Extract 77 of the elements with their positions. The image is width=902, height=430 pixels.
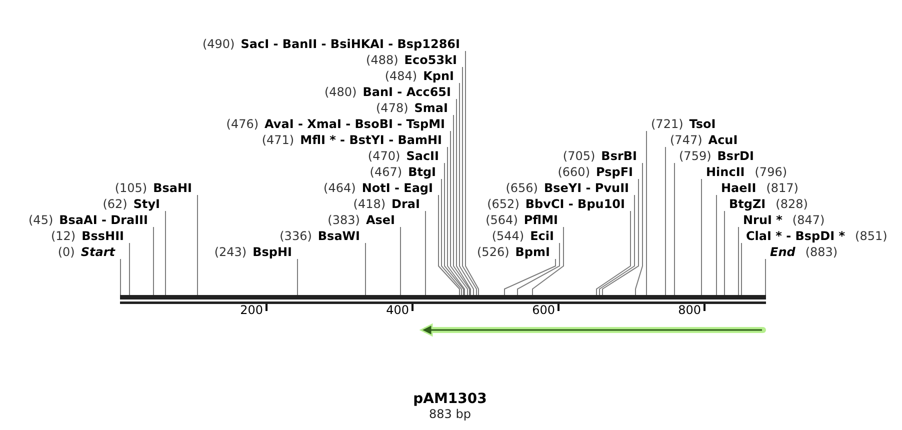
site-label: (464) NotI - EagI [324,181,439,195]
leader-line [602,178,639,296]
leader-line [297,258,298,296]
site-label: (656) BseYI - PvuII [506,181,635,195]
leader-line [425,210,426,296]
scale-label: 600 [532,303,555,317]
leader-line [646,130,647,296]
site-label: (383) AseI [328,213,401,227]
leader-line [165,210,166,296]
leader-line [447,146,465,296]
site-label: (471) MflI * - BstYI - BamHI [262,133,448,147]
leader-line [765,258,766,296]
map-title: pAM1303 [413,391,487,407]
site-label: (484) KpnI [384,69,460,83]
site-label: (476) AvaI - XmaI - BsoBI - TspMI [226,117,451,131]
site-label: (470) SacII [368,149,445,163]
leader-line [674,162,675,296]
leader-line [716,194,717,296]
site-label: (243) BspHI [214,245,298,259]
site-label: (478) SmaI [376,101,454,115]
leader-line [599,194,635,296]
leader-line [153,226,154,296]
leader-line [635,162,643,296]
dna-backbone [120,295,766,304]
leader-line [365,242,366,296]
leader-line [741,242,742,296]
leader-line [665,146,666,296]
site-label: (105) BsaHI [114,181,198,195]
site-label: (418) DraI [353,197,426,211]
leader-line [441,178,462,296]
leader-line [129,242,130,296]
leader-line [517,242,560,296]
site-label: (45) BsaAI - DraIII [28,213,154,227]
site-label: (705) BsrBI [562,149,643,163]
site-label: (467) BtgI [370,165,442,179]
sequence-end-label: (0) Start [58,245,121,259]
leader-line [120,258,121,296]
sequence-length: 883 bp [429,407,471,421]
leader-line [532,226,564,296]
site-label: (652) BbvCI - Bpu10I [487,197,631,211]
site-label: HincII (796) [700,165,788,179]
site-label: (62) StyI [102,197,166,211]
site-label: NruI * (847) [737,213,825,227]
leader-line [444,162,464,296]
site-label: (480) BanI - Acc65I [324,85,457,99]
site-label: (759) BsrDI [673,149,754,163]
site-label: (526) BpmI [477,245,556,259]
site-label: (490) SacI - BanII - BsiHKAI - Bsp1286I [202,37,466,51]
leader-line [462,66,477,296]
leader-line [459,82,474,296]
leader-line [450,130,468,296]
scale-label: 800 [678,303,701,317]
leader-line [724,210,725,296]
site-label: BtgZI (828) [723,197,808,211]
sequence-end-label: End (883) [764,245,838,259]
site-label: HaeII (817) [715,181,798,195]
site-label: (747) AcuI [664,133,738,147]
site-label: ClaI * - BspDI * (851) [740,229,888,243]
leader-line [465,50,479,296]
leader-line [438,194,460,296]
leader-line [738,226,739,296]
scale-label: 200 [240,303,263,317]
leader-line [453,114,470,296]
site-label: (488) Eco53kI [366,53,463,67]
site-label: (336) BsaWI [280,229,366,243]
site-label: (12) BssHII [50,229,130,243]
leader-line [504,258,556,296]
site-label: (564) PflMI [486,213,564,227]
site-label: (544) EciI [492,229,560,243]
leader-line [400,226,401,296]
leader-line [701,178,702,296]
leader-line [197,194,198,296]
site-label: (721) TsoI [645,117,716,131]
scale-label: 400 [386,303,409,317]
site-label: (660) PspFI [558,165,639,179]
leader-line [456,98,471,296]
leader-line [596,210,631,296]
